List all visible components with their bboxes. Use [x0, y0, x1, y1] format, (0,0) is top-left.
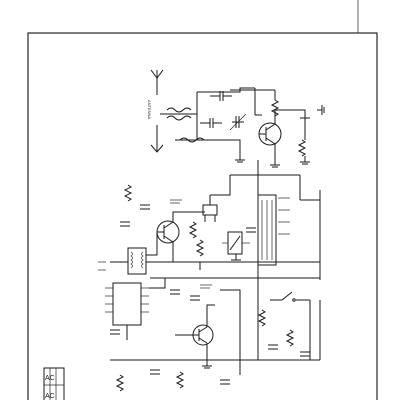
wire	[206, 304, 215, 327]
rf-coil-2	[175, 137, 215, 143]
ground-symbol	[300, 156, 310, 165]
antenna-bottom	[150, 125, 164, 153]
ground-symbol	[231, 254, 241, 263]
crystal-box	[222, 231, 250, 255]
capacitor	[268, 344, 278, 350]
transistor-device	[202, 195, 218, 222]
resistor	[297, 139, 307, 157]
rf-input-coil	[160, 92, 198, 140]
ground-symbol	[235, 155, 245, 163]
antenna-top	[150, 69, 164, 95]
title-block-text: AC	[45, 393, 55, 400]
transformer	[127, 247, 147, 275]
capacitor	[120, 221, 130, 227]
title-block	[43, 367, 65, 400]
ground-symbol	[270, 160, 280, 168]
capacitor	[170, 289, 180, 295]
resistor	[257, 309, 267, 327]
label-stack	[98, 199, 212, 289]
ground-symbol	[317, 105, 325, 115]
label-stack	[278, 197, 290, 235]
capacitor	[220, 379, 230, 385]
resistor	[285, 329, 295, 347]
wire	[146, 261, 201, 270]
switch	[270, 291, 310, 302]
wire	[220, 289, 241, 375]
wire	[146, 232, 158, 256]
capacitor	[210, 91, 232, 101]
if-transformer-box	[257, 194, 277, 266]
title-block-text: AC	[45, 375, 55, 382]
resistor	[115, 374, 125, 392]
transistor-oscillator	[156, 220, 180, 244]
capacitor	[150, 369, 160, 375]
capacitor	[190, 295, 200, 301]
antenna-label: ANTENNA	[147, 100, 152, 119]
ground-symbol	[202, 360, 212, 369]
capacitor	[300, 112, 310, 124]
ic-chip	[105, 282, 149, 326]
wire	[210, 175, 231, 196]
capacitor	[300, 351, 310, 357]
capacitor	[246, 227, 256, 233]
resistor	[188, 221, 198, 239]
variable-capacitor	[229, 113, 247, 131]
transistor-rf-amp	[258, 110, 282, 160]
resistor	[175, 371, 185, 389]
transistor-audio	[192, 324, 214, 346]
wire	[172, 211, 205, 222]
resistor	[270, 99, 280, 117]
drawing-border	[27, 32, 378, 400]
wire	[275, 109, 306, 112]
wire	[149, 278, 166, 289]
capacitor	[140, 204, 150, 210]
wire	[215, 139, 241, 155]
resistor	[123, 184, 133, 202]
capacitor	[200, 118, 222, 128]
capacitor	[110, 329, 120, 335]
resistor	[195, 239, 205, 257]
